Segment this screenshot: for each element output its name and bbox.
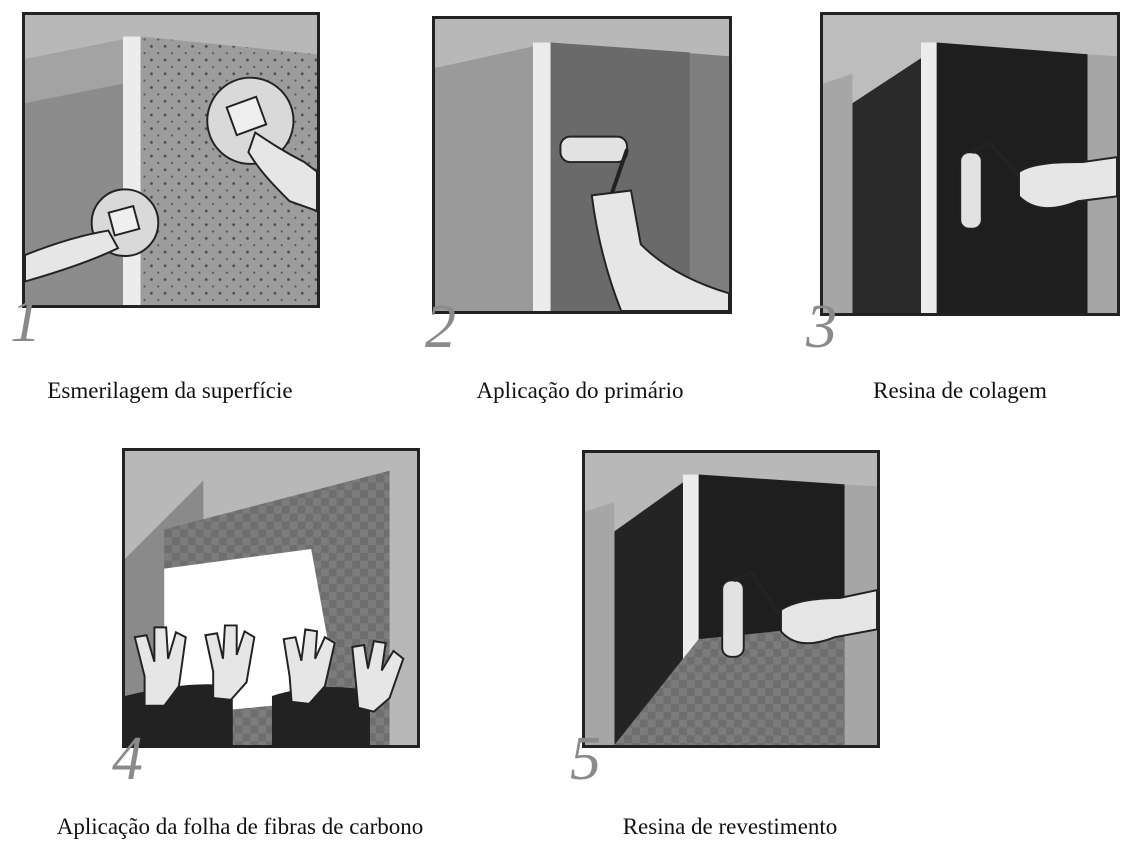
step-caption-5: Resina de revestimento [622, 814, 838, 839]
step-1-illustration [22, 12, 320, 308]
step-number-1: 1 [10, 287, 41, 355]
carbon-fiber-sheet-application-drawing [125, 451, 417, 745]
surface-grinding-drawing [25, 15, 317, 305]
step-caption-1: Esmerilagem da superfície [47, 378, 293, 403]
step-4-illustration [122, 448, 420, 748]
step-number-3: 3 [806, 293, 837, 361]
primer-application-drawing [435, 19, 729, 311]
step-3-illustration [820, 12, 1120, 316]
step-caption-4: Aplicação da folha de fibras de carbono [56, 814, 424, 839]
step-5-illustration [582, 450, 880, 748]
step-caption-3: Resina de colagem [873, 378, 1047, 403]
step-number-5: 5 [570, 725, 601, 793]
coating-resin-drawing [585, 453, 877, 745]
step-number-4: 4 [112, 725, 143, 793]
bonding-resin-drawing [823, 15, 1117, 313]
step-number-2: 2 [425, 293, 456, 361]
step-caption-2: Aplicação do primário [476, 378, 684, 403]
step-2-illustration [432, 16, 732, 314]
